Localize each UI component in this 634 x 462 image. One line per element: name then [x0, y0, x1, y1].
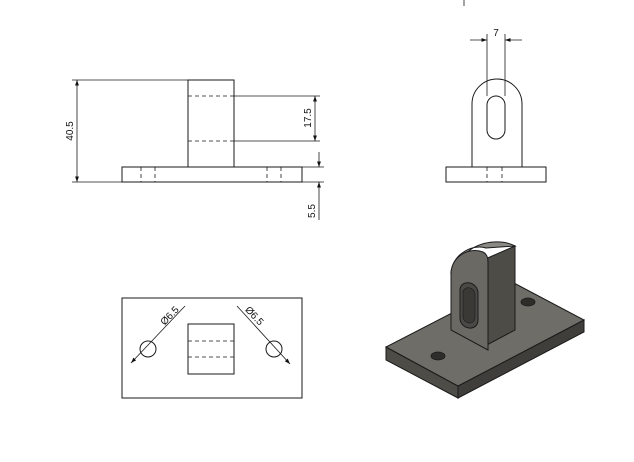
- iso-base-hole: [430, 351, 446, 361]
- dim-slot-width-label: 7: [493, 28, 499, 39]
- dim-overall-height-label: 40.5: [65, 121, 76, 141]
- side-tab-outline: [471, 78, 523, 167]
- top-view: Ø6.5 Ø6.5: [121, 297, 303, 399]
- dim-base-thickness-label: 5.5: [307, 204, 318, 218]
- front-base-plate: [121, 166, 303, 183]
- side-view: 7: [445, 28, 547, 183]
- side-base-plate: [445, 166, 547, 183]
- iso-post-slot-inner-edge: [462, 287, 476, 324]
- top-post: [187, 323, 235, 375]
- dim-hole-height-label: 17.5: [303, 108, 314, 128]
- top-base-plate: [121, 297, 303, 399]
- top-hole-right: [265, 340, 283, 358]
- dim-leader-right-hole: [236, 305, 291, 365]
- dim-leader-left-hole: [130, 305, 186, 364]
- side-slot: [486, 95, 506, 140]
- top-hole-left: [139, 340, 157, 358]
- isometric-view: [384, 241, 586, 399]
- iso-base-hole: [520, 297, 536, 307]
- dim-left-hole-label: Ø6.5: [159, 304, 182, 328]
- front-view: 40.5 17.5 5.5: [65, 79, 324, 220]
- front-post: [187, 79, 235, 168]
